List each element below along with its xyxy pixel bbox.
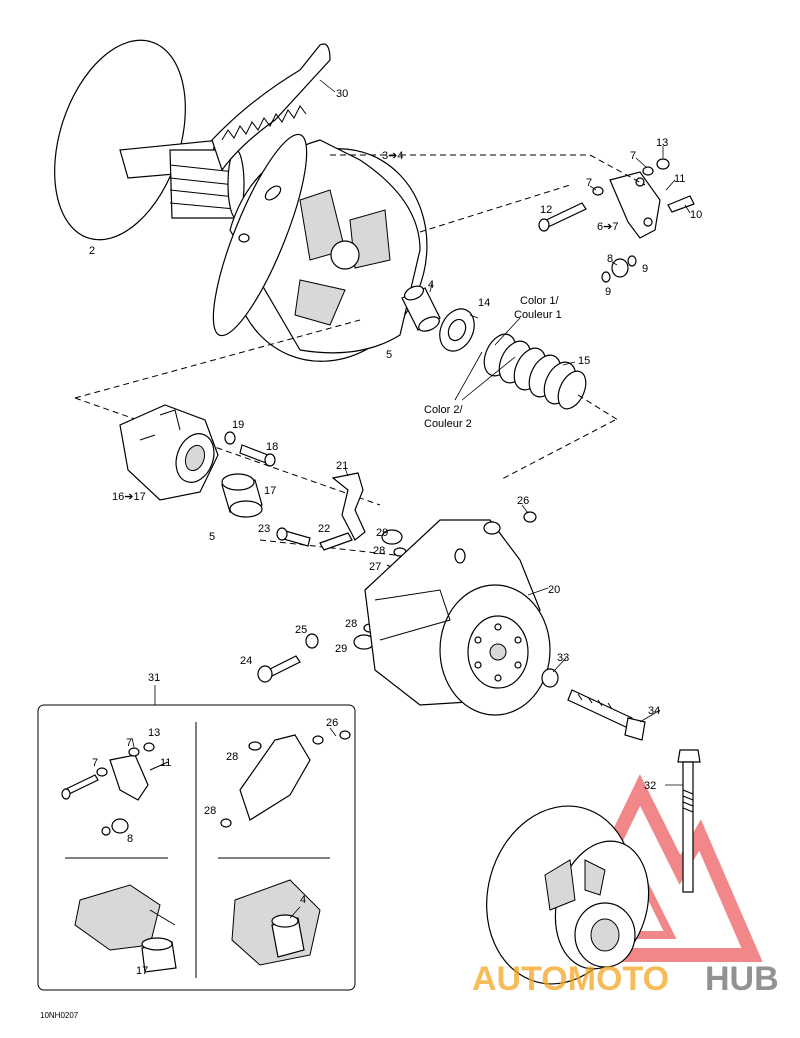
callout-17: 17: [264, 485, 276, 497]
inset-callout-17: 17: [136, 965, 148, 977]
inset-callout-7b: 7: [92, 757, 98, 769]
callout-15: 15: [578, 355, 590, 367]
inset-callout-11: 11: [160, 757, 171, 769]
sliding-half-2: [54, 39, 245, 241]
watermark-text-automoto: AUTOMOTO: [472, 960, 669, 998]
inset-callout-28b: 28: [204, 805, 216, 817]
callout-7a: 7: [630, 150, 636, 162]
watermark-text-hub: HUB: [705, 960, 779, 998]
callout-28b: 28: [345, 618, 357, 630]
inset-callout-4: 4: [300, 894, 306, 906]
inset-callout-8: 8: [127, 833, 133, 845]
couleur2-label: Couleur 2: [424, 418, 472, 430]
pin-22: [319, 532, 353, 551]
callout-21: 21: [336, 460, 348, 472]
callout-14: 14: [478, 297, 490, 309]
bushing-17: [221, 473, 263, 518]
callout-28a: 28: [373, 545, 385, 557]
callout-3-4: 3➔4: [382, 150, 403, 162]
washer-26: [523, 511, 537, 523]
callout-23: 23: [258, 523, 270, 535]
callout-5a: 5: [386, 349, 392, 361]
callout-9b: 9: [605, 286, 611, 298]
callout-5b: 5: [209, 531, 215, 543]
screw-18: [239, 444, 269, 464]
callout-25: 25: [295, 624, 307, 636]
callout-19: 19: [232, 419, 244, 431]
callout-8: 8: [607, 253, 613, 265]
callout-4: 4: [428, 279, 434, 291]
bushing-4: [401, 285, 441, 332]
assembled-clutch: [486, 805, 650, 985]
belt-30: [211, 43, 331, 172]
callout-32: 32: [644, 780, 656, 792]
callout-2: 2: [89, 245, 95, 257]
roller-arm-assembly: [538, 158, 695, 283]
callout-10: 10: [690, 209, 702, 221]
callout-9a: 9: [642, 263, 648, 275]
color1-label: Color 1/: [520, 295, 559, 307]
inset-callout-28a: 28: [226, 751, 238, 763]
callout-20: 20: [548, 584, 560, 596]
callout-12: 12: [540, 204, 552, 216]
callout-13: 13: [656, 137, 668, 149]
inset-callout-7a: 7: [126, 737, 132, 749]
washer-33: [541, 668, 559, 688]
callout-27: 27: [369, 561, 381, 573]
callout-7b: 7: [586, 177, 592, 189]
callout-16-17: 16➔17: [112, 491, 146, 503]
spring-15: [483, 333, 587, 410]
callout-11: 11: [674, 173, 685, 185]
callout-34: 34: [648, 705, 660, 717]
callout-6-7: 6➔7: [597, 221, 618, 233]
bolt-34: [567, 689, 633, 729]
inset-callout-13: 13: [148, 727, 160, 739]
color2-label: Color 2/: [424, 404, 463, 416]
bolt-32: [677, 749, 701, 893]
callout-31: 31: [148, 672, 160, 684]
callout-26: 26: [517, 495, 529, 507]
callout-29a: 29: [376, 527, 388, 539]
callout-18: 18: [266, 441, 278, 453]
washer-14: [439, 308, 475, 352]
cam-16-17: [119, 404, 219, 501]
inset-drawings: [61, 730, 351, 973]
callout-29b: 29: [335, 643, 347, 655]
couleur1-label: Couleur 1: [514, 309, 562, 321]
lever-21: [331, 472, 366, 541]
inset-box-31: [37, 704, 356, 991]
fixed-sheave-20: [364, 519, 551, 716]
callout-22: 22: [318, 523, 330, 535]
washer-19: [224, 431, 236, 445]
inset-callout-26: 26: [326, 717, 338, 729]
bolt-24: [267, 655, 301, 677]
drawing-code: 10NH0207: [40, 1011, 79, 1020]
callout-33: 33: [557, 652, 569, 664]
callout-24: 24: [240, 655, 252, 667]
washer-25: [305, 633, 319, 649]
callout-30: 30: [336, 88, 348, 100]
